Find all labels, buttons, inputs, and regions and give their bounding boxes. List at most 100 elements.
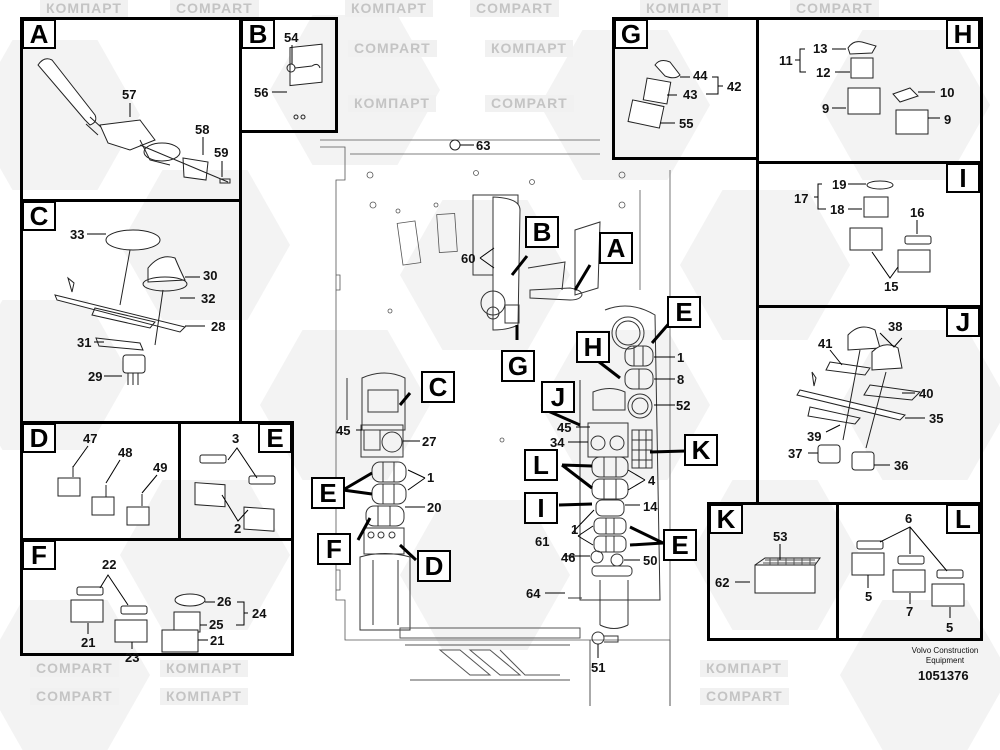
- part-number: 28: [211, 319, 226, 334]
- part-number: 35: [929, 411, 944, 426]
- part-number: 33: [70, 227, 85, 242]
- part-number: 14: [643, 499, 658, 514]
- part-number: 19: [832, 177, 847, 192]
- part-number: 54: [284, 30, 299, 45]
- panel-i-label: I: [946, 163, 980, 193]
- part-number: 1: [427, 470, 435, 485]
- callout-f[interactable]: F: [317, 533, 351, 565]
- light-switch-assembly: [54, 229, 188, 385]
- part-number: 20: [427, 500, 442, 515]
- part-number: 32: [201, 291, 216, 306]
- part-number: 9: [822, 101, 830, 116]
- part-number: 5: [865, 589, 873, 604]
- callout-g[interactable]: G: [501, 350, 535, 382]
- panel-a-label: A: [22, 19, 56, 49]
- part-number: 30: [203, 268, 218, 283]
- callout-l[interactable]: L: [524, 449, 558, 481]
- part-number: 21: [81, 635, 96, 650]
- callout-i[interactable]: I: [524, 492, 558, 524]
- part-number: 46: [561, 550, 576, 565]
- part-number: 9: [944, 112, 952, 127]
- callout-h[interactable]: H: [576, 331, 610, 363]
- relay-assembly: [286, 43, 323, 120]
- part-number: 47: [83, 431, 98, 446]
- switch-panel-j: [796, 326, 922, 471]
- panel-d-label: D: [22, 423, 56, 453]
- part-number: 25: [209, 617, 224, 632]
- callout-c[interactable]: C: [421, 371, 455, 403]
- watermark-text: COMPART: [170, 0, 259, 17]
- watermark-text: КОМПАРТ: [348, 95, 436, 112]
- part-number: 36: [894, 458, 909, 473]
- callout-e-left[interactable]: E: [311, 477, 345, 509]
- part-number: 3: [232, 431, 240, 446]
- part-number: 1: [677, 350, 685, 365]
- part-number: 18: [830, 202, 845, 217]
- part-number: 51: [591, 660, 606, 675]
- callout-e-top[interactable]: E: [667, 296, 701, 328]
- callout-d[interactable]: D: [417, 550, 451, 582]
- company-line-2: Equipment: [925, 656, 965, 665]
- part-number: 38: [888, 319, 903, 334]
- watermark-text: КОМПАРТ: [345, 0, 433, 17]
- toggle-switches: [57, 466, 150, 526]
- panel-b-leaders: [272, 45, 293, 93]
- part-number: 43: [683, 87, 698, 102]
- part-number: 21: [210, 633, 225, 648]
- part-number: 42: [727, 79, 742, 94]
- panel-c-label: C: [22, 201, 56, 231]
- panel-j-leaders: [808, 332, 925, 466]
- plug-63: [449, 139, 461, 151]
- part-number: 50: [643, 553, 658, 568]
- callout-j[interactable]: J: [541, 381, 575, 413]
- part-number: 16: [910, 205, 925, 220]
- part-number: 63: [476, 138, 491, 153]
- panel-e-leaders: [221, 447, 258, 522]
- rocker-switches-f: [70, 586, 206, 653]
- callout-b[interactable]: B: [525, 216, 559, 248]
- watermark-text: COMPART: [348, 40, 437, 57]
- panel-k-leaders: [735, 544, 781, 583]
- part-number: 15: [884, 279, 899, 294]
- watermark-text: КОМПАРТ: [40, 0, 128, 17]
- part-number: 57: [122, 87, 137, 102]
- part-number: 31: [77, 335, 92, 350]
- panel-g-label: G: [614, 19, 648, 49]
- callout-k[interactable]: K: [684, 434, 718, 466]
- watermark-text: КОМПАРТ: [640, 0, 728, 17]
- part-number: 29: [88, 369, 103, 384]
- panel-c-leaders: [87, 233, 205, 377]
- exploded-view-drawing: [37, 41, 965, 706]
- switch-assembly-i: [849, 180, 932, 273]
- watermark-text: COMPART: [485, 95, 574, 112]
- rocker-switch-g: [627, 60, 681, 129]
- part-number: 37: [788, 446, 803, 461]
- panel-l-leaders: [867, 526, 951, 618]
- panel-i-leaders: [814, 183, 918, 279]
- part-number: 48: [118, 445, 133, 460]
- callout-e-bottom[interactable]: E: [663, 529, 697, 561]
- part-number: 53: [773, 529, 788, 544]
- keypad-buttons: [763, 558, 816, 565]
- part-number: 59: [214, 145, 229, 160]
- part-number: 40: [919, 386, 934, 401]
- part-number: 45: [557, 420, 572, 435]
- keypad-k: [754, 557, 821, 594]
- part-number: 64: [526, 586, 541, 601]
- panel-k-label: K: [709, 504, 743, 534]
- switch-assembly-h: [847, 41, 929, 135]
- part-number: 17: [794, 191, 809, 206]
- company-name: Volvo Construction Equipment: [895, 646, 995, 666]
- cab-floor-outline: [320, 139, 671, 641]
- part-number: 6: [905, 511, 913, 526]
- panel-h-leaders: [795, 48, 940, 119]
- part-number: 4: [648, 473, 656, 488]
- part-number: 52: [676, 398, 691, 413]
- part-number: 8: [677, 372, 685, 387]
- callout-a[interactable]: A: [599, 232, 633, 264]
- panel-b: [239, 17, 338, 133]
- floor-mat: [399, 627, 671, 706]
- part-number: 10: [940, 85, 955, 100]
- part-number: 62: [715, 575, 730, 590]
- part-number: 2: [234, 521, 242, 536]
